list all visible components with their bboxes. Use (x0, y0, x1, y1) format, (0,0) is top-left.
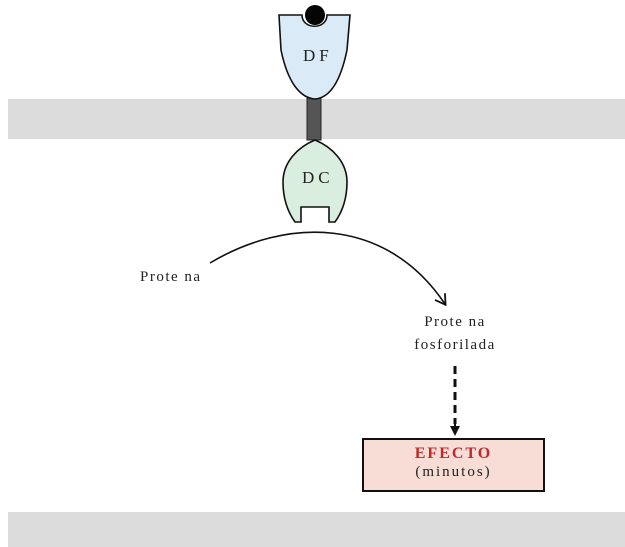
nucleus-band (8, 512, 625, 547)
phosphorylated-protein-line1: Prote na (424, 314, 486, 330)
transmembrane-stalk (306, 97, 322, 141)
df-domain-label: DF (303, 46, 333, 65)
dc-domain-label: DC (302, 168, 334, 187)
phosphorylated-protein-label: Prote na fosforilada (395, 311, 515, 357)
protein-label: Prote na (140, 269, 202, 285)
effect-box: EFECTO (minutos) (362, 438, 545, 492)
signal-arrowhead (450, 426, 460, 436)
phosphorylation-arrow (209, 231, 447, 307)
phosphorylated-protein-line2: fosforilada (414, 337, 496, 353)
effect-title: EFECTO (414, 445, 493, 462)
effect-subtitle: (minutos) (415, 464, 492, 480)
ligand (305, 5, 325, 25)
df-domain (278, 14, 351, 100)
dc-domain (282, 139, 348, 223)
